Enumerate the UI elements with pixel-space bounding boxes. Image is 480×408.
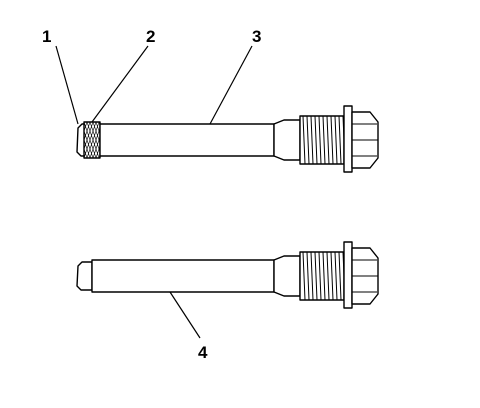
callout-1: 1: [42, 27, 51, 46]
pattern-line: [322, 115, 326, 165]
upper-bolt-flange: [343, 105, 353, 173]
pattern-line: [92, 122, 100, 144]
pattern-line: [84, 122, 91, 141]
pattern-line: [95, 122, 100, 135]
leader-line-4: [169, 291, 201, 339]
pattern-line: [314, 251, 318, 301]
leader-line-3: [209, 45, 253, 125]
pattern-line: [84, 122, 88, 132]
pattern-line: [84, 148, 88, 158]
pattern-line: [314, 115, 318, 165]
upper-bolt-threads: [299, 115, 345, 165]
lower-bolt: [76, 241, 379, 309]
upper-bolt: [76, 105, 379, 173]
pattern-line: [334, 251, 338, 301]
leader-line-1: [55, 45, 79, 125]
pattern-line: [84, 130, 94, 158]
callout-4: 4: [198, 343, 208, 362]
leader-line-2: [91, 45, 149, 123]
pattern-line: [322, 251, 326, 301]
callout-2: 2: [146, 27, 155, 46]
pattern-line: [326, 251, 330, 301]
pattern-line: [310, 115, 314, 165]
lower-bolt-tip: [76, 261, 93, 291]
pattern-line: [310, 251, 314, 301]
pattern-line: [334, 115, 338, 165]
pattern-line: [318, 251, 322, 301]
pattern-line: [330, 251, 334, 301]
pattern-line: [306, 115, 310, 165]
pattern-line: [302, 115, 306, 165]
pattern-line: [86, 122, 100, 158]
lower-bolt-shoulder: [273, 255, 301, 297]
pattern-line: [95, 145, 100, 158]
pattern-line: [338, 251, 342, 301]
lower-bolt-thread-pattern: [302, 251, 346, 301]
lower-bolt-shaft: [91, 259, 275, 293]
upper-bolt-shoulder: [273, 119, 301, 161]
upper-bolt-shaft: [99, 123, 275, 157]
pattern-line: [84, 139, 91, 158]
pattern-line: [318, 115, 322, 165]
pattern-line: [330, 115, 334, 165]
upper-bolt-knurl-pattern: [84, 122, 100, 158]
pattern-line: [84, 122, 97, 158]
pattern-line: [326, 115, 330, 165]
pattern-line: [302, 251, 306, 301]
callout-3: 3: [252, 27, 261, 46]
lower-bolt-threads: [299, 251, 345, 301]
pattern-line: [89, 122, 100, 153]
lower-bolt-flange: [343, 241, 353, 309]
pattern-line: [338, 115, 342, 165]
pattern-line: [306, 251, 310, 301]
